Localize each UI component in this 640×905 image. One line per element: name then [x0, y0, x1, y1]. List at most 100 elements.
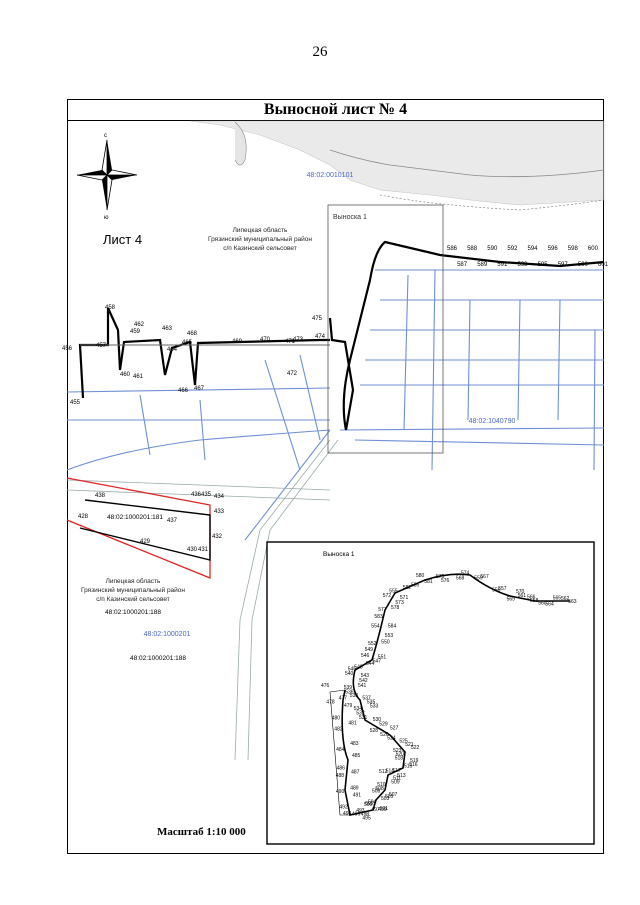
- point-label: 497: [371, 807, 380, 813]
- point-label: 582: [403, 585, 412, 591]
- point-label: 555: [389, 588, 398, 594]
- region-line: Липецкая область: [106, 577, 161, 585]
- point-label: 459: [130, 329, 141, 335]
- point-label: 527: [390, 726, 399, 732]
- cadastral-mid: 48:02:1040790: [469, 418, 516, 425]
- point-label: 548: [354, 664, 363, 670]
- point-label: 491: [353, 792, 362, 798]
- point-label: 464: [167, 347, 178, 353]
- inset-boundary-line: [329, 689, 350, 816]
- point-label: 465: [182, 340, 193, 346]
- point-label: 514: [386, 768, 395, 774]
- point-label: 550: [381, 640, 390, 646]
- point-label: 570: [516, 589, 525, 595]
- point-label: 504: [368, 800, 377, 806]
- point-label: 485: [352, 753, 361, 759]
- point-label: 560: [538, 600, 547, 606]
- point-label: 597: [558, 262, 569, 268]
- point-label: 457: [96, 343, 107, 349]
- point-label: 540: [345, 671, 354, 677]
- roads: [66, 439, 339, 761]
- point-label: 594: [528, 246, 539, 252]
- point-label: 435: [201, 492, 212, 498]
- point-label: 524: [387, 736, 396, 742]
- point-label: 430: [187, 547, 198, 553]
- point-label: 558: [530, 598, 539, 604]
- cadastral-top: 48:02:0010101: [307, 172, 354, 179]
- point-label: 546: [361, 653, 370, 659]
- point-label: 563: [568, 599, 577, 605]
- point-label: 438: [95, 493, 106, 499]
- point-label: 564: [545, 602, 554, 608]
- region-line: Грязинский муниципальный район: [208, 235, 312, 243]
- point-label: 590: [487, 246, 498, 252]
- point-label: 537: [362, 696, 371, 702]
- point-label: 526: [380, 732, 389, 738]
- point-label: 431: [198, 547, 209, 553]
- page-number: 26: [312, 44, 328, 60]
- point-label: 528: [370, 728, 379, 734]
- point-label: 505: [385, 794, 394, 800]
- route-line: [78, 240, 605, 431]
- inset-route-line: [341, 573, 570, 816]
- point-label: 530: [373, 717, 382, 723]
- point-label: 554: [371, 624, 380, 630]
- point-label: 461: [133, 374, 144, 380]
- point-label: 484: [336, 747, 345, 753]
- point-label: 487: [351, 769, 360, 775]
- point-label: 541: [358, 683, 367, 689]
- point-label: 428: [78, 514, 89, 520]
- point-label: 520: [396, 752, 405, 758]
- point-label: 549: [365, 647, 374, 653]
- point-label: 573: [395, 600, 404, 606]
- point-label: 522: [411, 745, 420, 751]
- cadastral-plot-181: 48:02:1000201:181: [107, 514, 163, 521]
- point-label: 586: [447, 246, 458, 252]
- point-label: 574: [461, 570, 470, 576]
- point-label: 532: [356, 710, 365, 716]
- point-label: 543: [361, 673, 370, 679]
- point-label: 585: [411, 582, 420, 588]
- region-line: Грязинский муниципальный район: [81, 586, 185, 594]
- point-label: 587: [457, 262, 468, 268]
- point-label: 535: [367, 699, 376, 705]
- point-label: 471: [285, 339, 296, 345]
- point-label: 596: [548, 246, 559, 252]
- callout-label: Выноска 1: [333, 214, 367, 221]
- point-label: 494: [343, 811, 352, 817]
- point-label: 529: [379, 722, 388, 728]
- compass-rose-icon: с ю: [76, 133, 138, 221]
- point-label: 503: [381, 796, 390, 802]
- point-label: 456: [62, 346, 73, 352]
- point-label: 467: [194, 386, 205, 392]
- point-label: 489: [350, 786, 359, 792]
- point-label: 516: [409, 762, 418, 768]
- point-label: 577: [378, 607, 387, 613]
- point-label: 515: [404, 764, 413, 770]
- point-label: 478: [326, 699, 335, 705]
- point-label: 434: [214, 494, 225, 500]
- point-label: 436: [191, 492, 202, 498]
- point-label: 518: [395, 756, 404, 762]
- point-label: 593: [518, 262, 529, 268]
- point-label: 462: [134, 322, 145, 328]
- point-label: 568: [456, 575, 465, 581]
- point-label: 511: [393, 776, 401, 782]
- point-label: 433: [214, 509, 225, 515]
- point-label: 575: [436, 574, 445, 580]
- region-label-bottom: Липецкая область Грязинский муниципальны…: [81, 577, 185, 603]
- point-label: 492: [339, 805, 348, 811]
- region-line: с/п Казинский сельсовет: [223, 244, 297, 252]
- point-label: 598: [568, 246, 579, 252]
- point-label: 584: [388, 623, 397, 629]
- point-label: 483: [350, 741, 359, 747]
- point-label: 531: [359, 715, 368, 721]
- point-label: 583: [374, 614, 383, 620]
- point-label: 566: [527, 595, 536, 601]
- point-label: 499: [378, 807, 387, 813]
- point-label: 490: [336, 789, 345, 795]
- point-label: 572: [383, 593, 392, 599]
